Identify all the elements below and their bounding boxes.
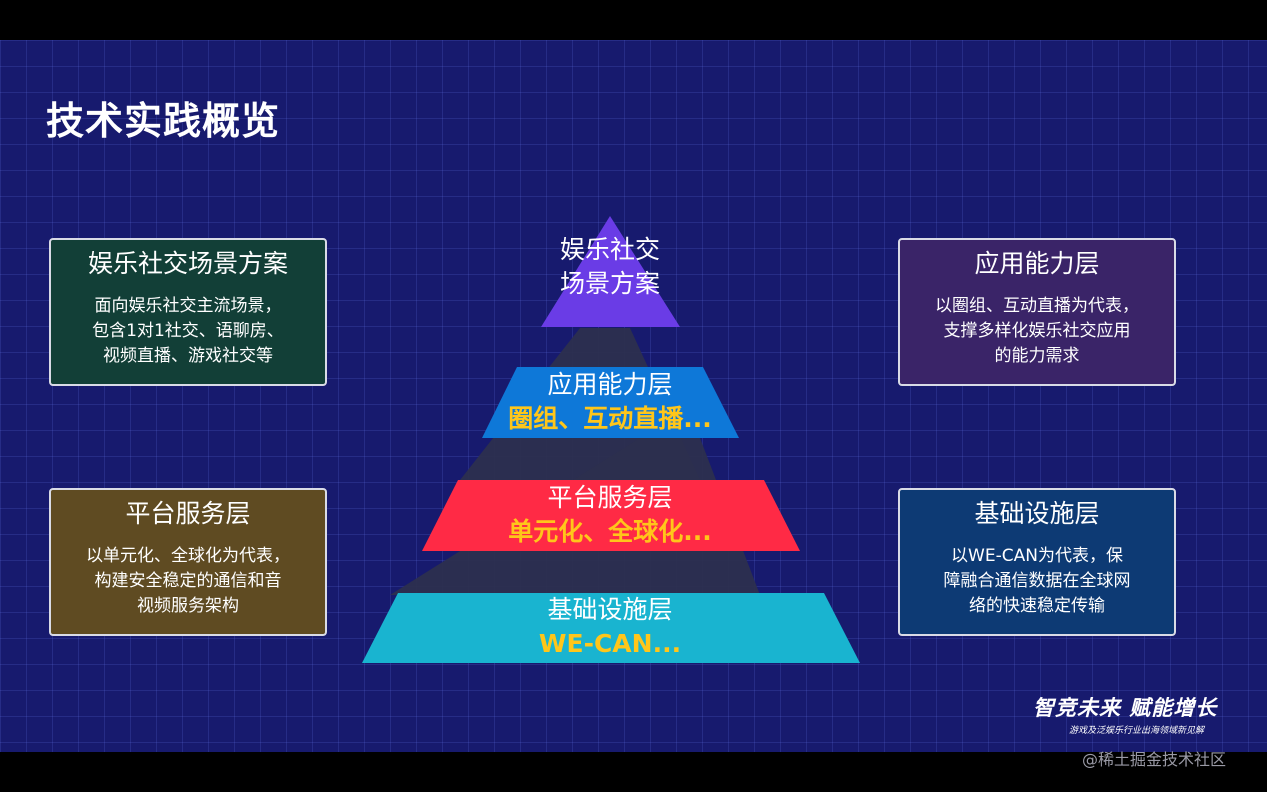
card-infrastructure: 基础设施层 以WE-CAN为代表，保 障融合通信数据在全球网 络的快速稳定传输 — [898, 488, 1176, 636]
card-scene-solution: 娱乐社交场景方案 面向娱乐社交主流场景， 包含1对1社交、语聊房、 视频直播、游… — [49, 238, 327, 386]
pyramid-layer-infra — [362, 593, 860, 663]
layer-app-title: 应用能力层 — [547, 370, 673, 399]
card-platform-line: 以单元化、全球化为代表， — [86, 546, 290, 566]
slide-title: 技术实践概览 — [46, 99, 281, 143]
card-app-body: 以圈组、互动直播为代表， 支撑多样化娱乐社交应用 的能力需求 — [900, 294, 1174, 369]
slide: 技术实践概览 娱乐社交 场景方案 应用能力层 圈组、互动直播... 平台服务层 … — [0, 40, 1267, 752]
layer-app-label: 应用能力层 圈组、互动直播... — [460, 368, 760, 436]
card-scene-title: 娱乐社交场景方案 — [87, 249, 288, 278]
layer-infra-label: 基础设施层 WE-CAN... — [460, 593, 760, 661]
brand-slogan: 智竞未来 赋能增长 — [1033, 696, 1218, 720]
layer-infra-subtitle: WE-CAN... — [538, 629, 682, 658]
layer-infra-title: 基础设施层 — [547, 595, 673, 624]
letterbox-bottom — [0, 752, 1267, 792]
pyramid-top-line2: 场景方案 — [559, 269, 660, 298]
card-scene-body: 面向娱乐社交主流场景， 包含1对1社交、语聊房、 视频直播、游戏社交等 — [51, 294, 325, 369]
card-scene-line: 面向娱乐社交主流场景， — [94, 296, 282, 316]
card-platform-body: 以单元化、全球化为代表， 构建安全稳定的通信和音 视频服务架构 — [51, 544, 325, 619]
pyramid-layer-app — [482, 367, 739, 438]
card-platform-service: 平台服务层 以单元化、全球化为代表， 构建安全稳定的通信和音 视频服务架构 — [49, 488, 327, 636]
brand-tagline: 游戏及泛娱乐行业出海领域新见解 — [1069, 726, 1205, 736]
card-platform-line: 视频服务架构 — [137, 596, 239, 616]
pyramid-top-triangle — [541, 216, 680, 327]
card-app-line: 以圈组、互动直播为代表， — [935, 296, 1139, 316]
card-platform-title: 平台服务层 — [125, 499, 251, 528]
card-infra-line: 以WE-CAN为代表，保 — [951, 546, 1123, 566]
pyramid-top-label: 娱乐社交 场景方案 — [460, 233, 760, 301]
card-infra-line: 络的快速稳定传输 — [969, 596, 1105, 616]
card-app-line: 支撑多样化娱乐社交应用 — [943, 321, 1131, 341]
watermark: @稀土掘金技术社区 — [1082, 750, 1227, 769]
layer-platform-title: 平台服务层 — [547, 483, 673, 512]
card-infra-line: 障融合通信数据在全球网 — [943, 571, 1131, 591]
card-app-line: 的能力需求 — [994, 346, 1080, 366]
card-app-title: 应用能力层 — [974, 249, 1100, 278]
card-app-capability: 应用能力层 以圈组、互动直播为代表， 支撑多样化娱乐社交应用 的能力需求 — [898, 238, 1176, 386]
layer-platform-subtitle: 单元化、全球化... — [508, 517, 712, 546]
card-scene-line: 包含1对1社交、语聊房、 — [92, 321, 284, 341]
card-infra-title: 基础设施层 — [974, 499, 1100, 528]
letterbox-top — [0, 0, 1267, 40]
pyramid-top-line1: 娱乐社交 — [559, 235, 660, 264]
layer-platform-label: 平台服务层 单元化、全球化... — [460, 481, 760, 549]
card-platform-line: 构建安全稳定的通信和音 — [94, 571, 282, 591]
pyramid-diagram — [362, 216, 860, 663]
layer-app-subtitle: 圈组、互动直播... — [508, 404, 712, 433]
card-infra-body: 以WE-CAN为代表，保 障融合通信数据在全球网 络的快速稳定传输 — [900, 544, 1174, 619]
brand-logo: 智竞未来 赋能增长 游戏及泛娱乐行业出海领域新见解 — [1033, 692, 1243, 736]
card-scene-line: 视频直播、游戏社交等 — [103, 346, 273, 366]
pyramid-layer-platform — [422, 480, 800, 551]
